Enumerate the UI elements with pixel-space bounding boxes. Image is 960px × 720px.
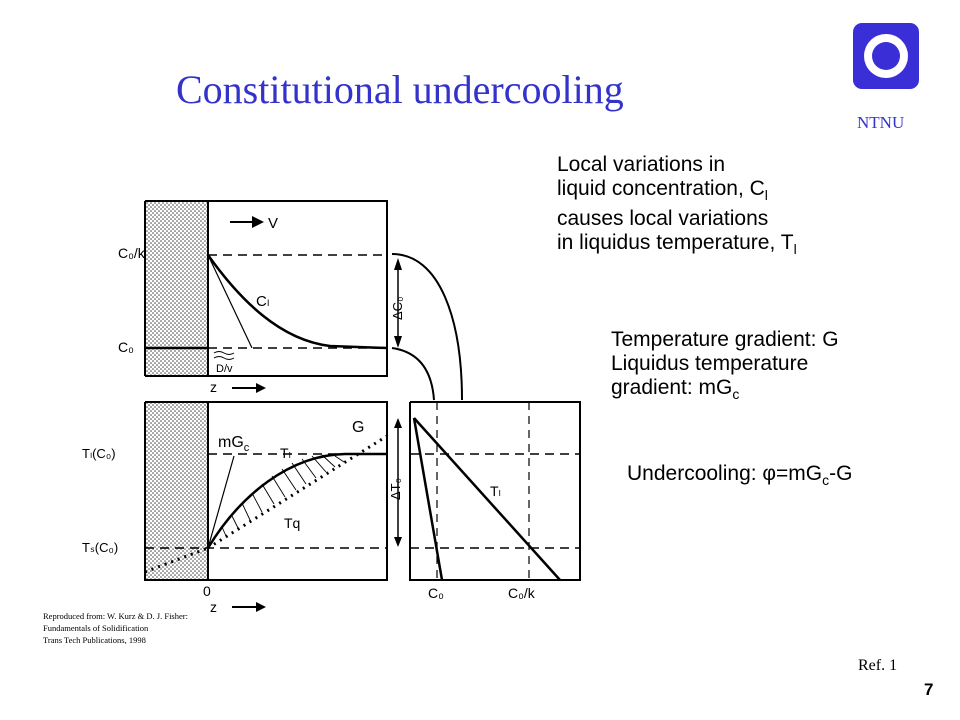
logo-dot [872,42,900,70]
delta-t-label: ΔT₀ [388,478,403,500]
tl-line [413,417,561,581]
slide-title: Constitutional undercooling [176,67,624,112]
cl-curve [206,254,388,350]
page-number: 7 [924,680,934,699]
gradient-text: Temperature gradient: G Liquidus tempera… [611,328,839,402]
delta-c-label: ΔC₀ [390,297,405,320]
right-c0k-label: C₀/k [508,585,536,601]
tq-line-solid [144,546,209,574]
top-frame [145,200,388,377]
mgc-label: mGc [218,434,250,454]
velocity-label: V [268,215,278,232]
top-ylabel-c0k: C₀/k [118,245,146,261]
g-label: G [352,419,364,436]
right-c0-label: C₀ [428,585,444,601]
solid-region-bottom [145,402,208,580]
tl-label: Tₗ [280,445,291,461]
bottom-frame [144,401,388,581]
cl-tangent [207,254,253,349]
undercooled-hatch [221,453,345,537]
right-frame [409,401,581,581]
tq-line [207,434,388,550]
ntnu-label: NTNU [857,113,905,132]
ntnu-logo [853,23,919,89]
origin-label: 0 [203,583,211,599]
mg-tangent [207,455,235,549]
tl-curve [206,452,387,549]
bottom-z-label: z [210,599,217,615]
top-ylabel-c0: C₀ [118,339,134,355]
undercooling-text: Undercooling: φ=mGc-G [627,462,853,488]
right-panel: ΔT₀ Tₗ C₀ C₀/k ΔC₀ [388,253,581,601]
bottom-ylabel-tl: Tₗ(C₀) [82,446,116,461]
reference-label: Ref. 1 [858,657,898,674]
top-z-label: z [210,379,217,395]
top-panel: C₀/k C₀ V Cₗ D/v z [118,200,388,395]
figure-credit: Reproduced from: W. Kurz & D. J. Fisher:… [43,611,188,645]
diffusion-label: D/v [216,363,233,375]
right-tl-label: Tₗ [490,483,501,499]
local-variations-text: Local variations in liquid concentration… [557,153,797,257]
tq-label: Tq [284,515,300,531]
solid-region-top [145,201,208,376]
bottom-panel: Tₗ(C₀) Tₛ(C₀) 0 z Tₗ Tq mGc G [82,401,388,615]
bottom-ylabel-ts: Tₛ(C₀) [82,540,118,555]
ts-line [412,417,444,581]
cl-label: Cₗ [256,293,269,310]
